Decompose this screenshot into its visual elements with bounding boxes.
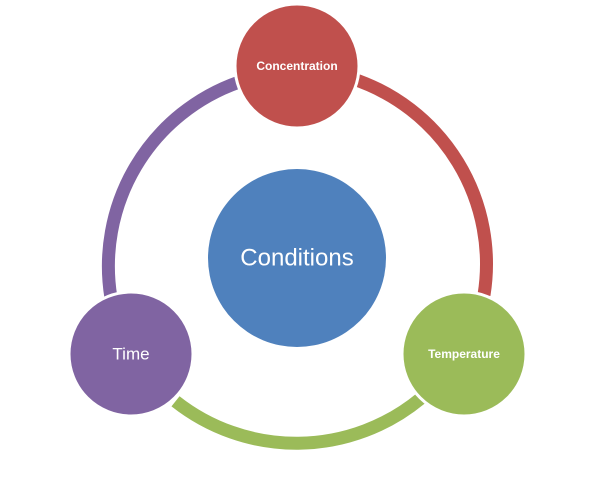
temperature-label: Temperature	[428, 347, 500, 361]
arc-concentration-to-temperature	[349, 72, 493, 297]
arc-temperature-to-time	[171, 393, 425, 450]
concentration-circle	[233, 2, 361, 130]
center-label: Conditions	[240, 245, 353, 272]
node-concentration: Concentration	[233, 2, 361, 130]
temperature-circle	[400, 290, 528, 418]
arc-time-to-concentration	[101, 76, 241, 299]
node-temperature: Temperature	[400, 290, 528, 418]
center-node: Conditions	[208, 169, 386, 347]
node-time: Time	[67, 290, 195, 418]
time-label: Time	[112, 345, 149, 364]
concentration-label: Concentration	[256, 59, 337, 73]
time-circle	[67, 290, 195, 418]
center-circle	[208, 169, 386, 347]
